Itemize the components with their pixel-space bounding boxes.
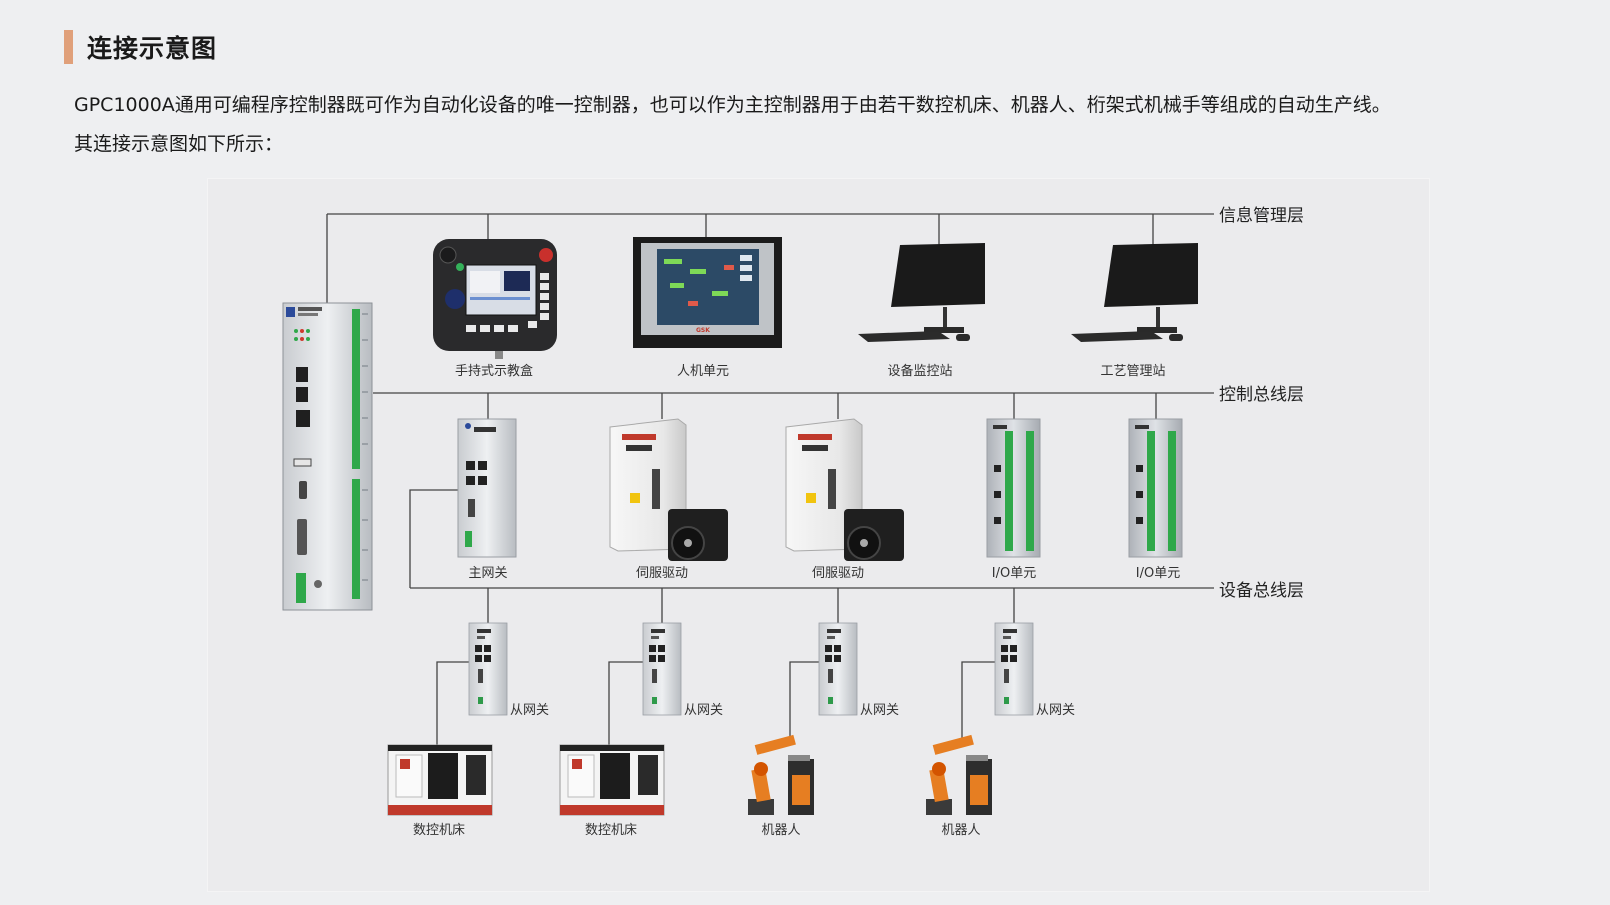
hmi-logo: GSK bbox=[696, 327, 710, 334]
control-device-label-1: 伺服驱动 bbox=[636, 566, 688, 581]
main-controller bbox=[282, 302, 373, 611]
control-device-label-3: I/O单元 bbox=[992, 566, 1036, 581]
servo-drive-2 bbox=[785, 418, 904, 561]
bottom-device-label-2: 机器人 bbox=[761, 823, 800, 838]
robot-2 bbox=[926, 734, 992, 815]
slave-gateway-2 bbox=[642, 622, 682, 716]
intro-line-1: GPC1000A通用可编程序控制器既可作为自动化设备的唯一控制器，也可以作为主控… bbox=[74, 94, 1391, 116]
servo-drive-1 bbox=[609, 418, 728, 561]
layer-label-control: 控制总线层 bbox=[1219, 385, 1304, 405]
cnc-machine-1 bbox=[387, 744, 493, 816]
slave-gateway-label-1: 从网关 bbox=[510, 703, 549, 718]
layer-label-device: 设备总线层 bbox=[1219, 581, 1304, 601]
diagram-panel: 信息管理层 控制总线层 设备总线层 bbox=[207, 178, 1430, 892]
bottom-device-label-0: 数控机床 bbox=[413, 823, 465, 838]
teach-pendant bbox=[433, 239, 557, 359]
intro-paragraph: GPC1000A通用可编程序控制器既可作为自动化设备的唯一控制器，也可以作为主控… bbox=[74, 86, 1584, 164]
slave-gateway-4 bbox=[994, 622, 1034, 716]
cnc-machine-2 bbox=[559, 744, 665, 816]
bus-lines bbox=[326, 213, 1214, 745]
accent-bar bbox=[64, 30, 73, 64]
slave-gateway-label-2: 从网关 bbox=[684, 703, 723, 718]
section-title: 连接示意图 bbox=[87, 34, 218, 63]
control-device-label-4: I/O单元 bbox=[1136, 566, 1180, 581]
layer-label-info: 信息管理层 bbox=[1219, 206, 1304, 226]
connection-diagram: 信息管理层 控制总线层 设备总线层 bbox=[282, 206, 1304, 838]
control-device-label-2: 伺服驱动 bbox=[812, 566, 864, 581]
monitor-station-2 bbox=[1071, 243, 1198, 342]
intro-line-2: 其连接示意图如下所示： bbox=[74, 133, 284, 155]
info-device-label-2: 设备监控站 bbox=[887, 363, 952, 379]
hmi-unit: GSK bbox=[633, 237, 782, 348]
slave-gateway-3 bbox=[818, 622, 858, 716]
io-unit-2 bbox=[1128, 418, 1183, 558]
slave-gateway-label-3: 从网关 bbox=[860, 703, 899, 718]
monitor-station-1 bbox=[858, 243, 985, 342]
main-gateway bbox=[457, 418, 517, 558]
slave-gateway-label-4: 从网关 bbox=[1036, 703, 1075, 718]
slave-gateway-1 bbox=[468, 622, 508, 716]
info-device-label-3: 工艺管理站 bbox=[1100, 364, 1165, 379]
bottom-device-label-1: 数控机床 bbox=[585, 823, 637, 838]
io-unit-1 bbox=[986, 418, 1041, 558]
control-device-label-0: 主网关 bbox=[468, 566, 507, 581]
info-device-label-1: 人机单元 bbox=[677, 364, 729, 379]
section-header: 连接示意图 bbox=[64, 30, 217, 64]
robot-1 bbox=[748, 734, 814, 815]
info-device-label-0: 手持式示教盒 bbox=[455, 363, 533, 379]
bottom-device-label-3: 机器人 bbox=[941, 823, 980, 838]
